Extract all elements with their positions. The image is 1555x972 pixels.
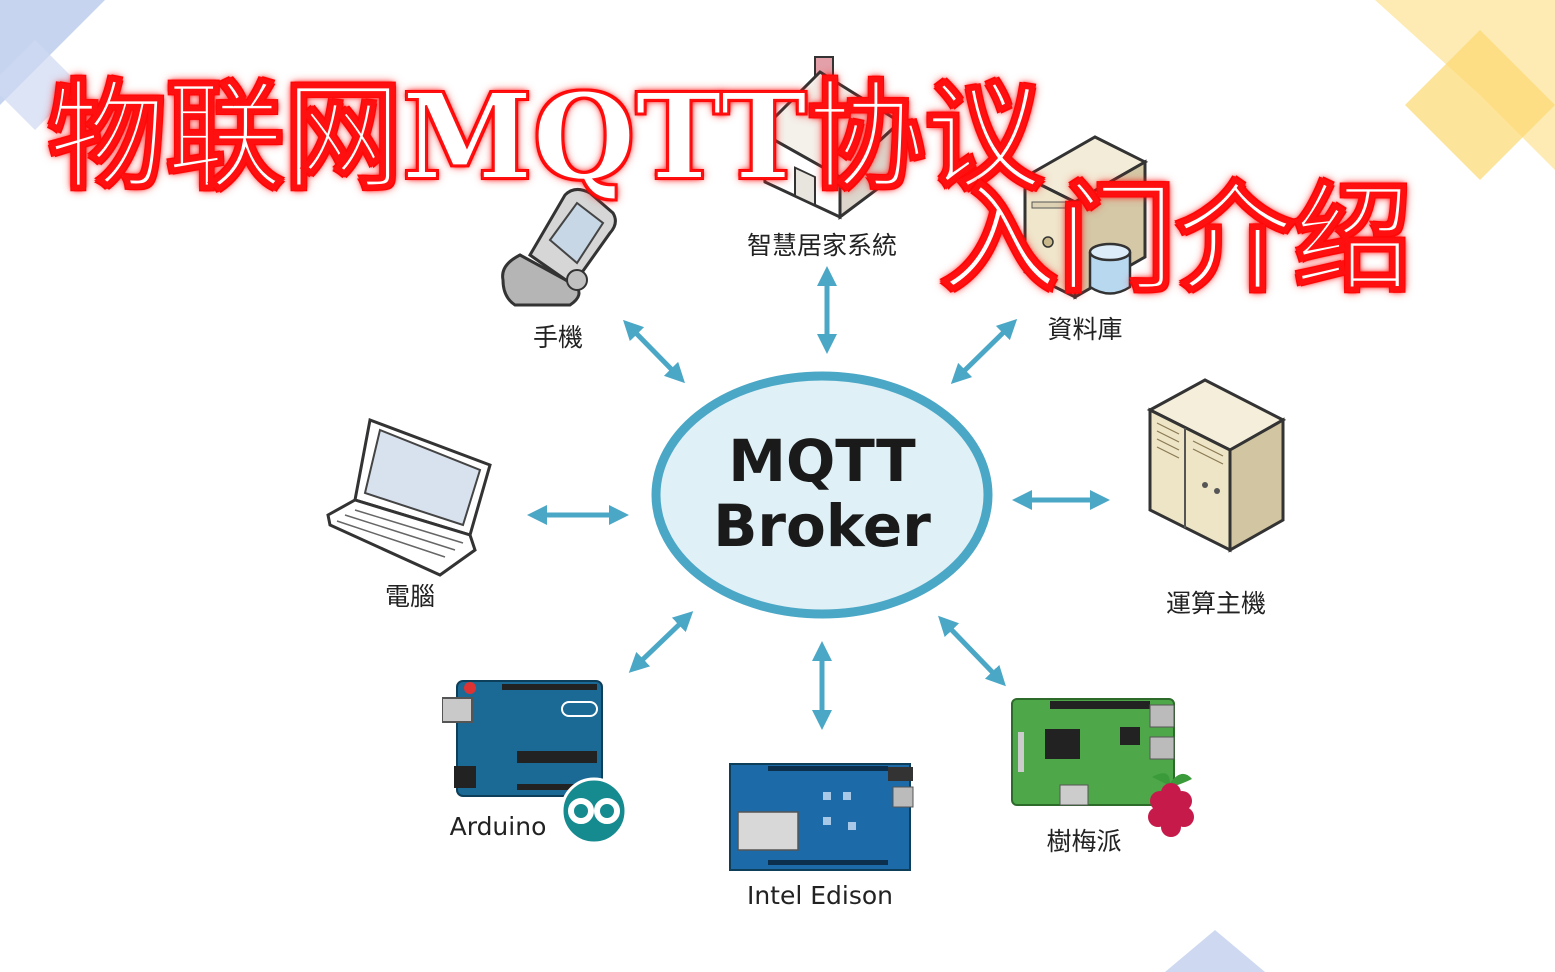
label-phone: 手機 xyxy=(532,323,584,352)
broker-ellipse xyxy=(651,371,993,619)
title-line-1: 物联网MQTT协议 xyxy=(47,67,1044,206)
laptop-icon xyxy=(326,417,492,577)
database-server-icon xyxy=(1021,135,1149,300)
server-tower-icon xyxy=(1146,378,1287,553)
arrow-arduino xyxy=(628,611,694,673)
arrow-phone xyxy=(623,319,685,384)
label-computer: 電腦 xyxy=(384,582,436,611)
label-server: 運算主機 xyxy=(1165,589,1267,618)
label-raspberry-pi: 樹梅派 xyxy=(1046,827,1122,856)
arrow-raspberry-pi xyxy=(938,615,1006,687)
house-icon xyxy=(757,56,903,220)
corner-decor-bottom xyxy=(1165,930,1265,972)
title-line-2: 入门介绍 xyxy=(939,169,1413,308)
broker-line-1: MQTT xyxy=(728,427,916,495)
label-arduino: Arduino xyxy=(449,812,547,841)
arrow-database xyxy=(950,318,1018,385)
corner-decor-top-right-2 xyxy=(1405,30,1555,180)
label-edison: Intel Edison xyxy=(746,881,894,910)
broker-line-2: Broker xyxy=(713,492,931,560)
edison-board-icon xyxy=(729,763,914,871)
label-database: 資料庫 xyxy=(1047,315,1123,344)
corner-decor-top-right xyxy=(1375,0,1555,170)
label-smart-home: 智慧居家系統 xyxy=(746,231,898,260)
phone-icon xyxy=(501,188,617,307)
arduino-board-icon xyxy=(442,680,627,845)
corner-decor-top-left-2 xyxy=(0,40,80,130)
raspberry-pi-board-icon xyxy=(1011,698,1194,837)
